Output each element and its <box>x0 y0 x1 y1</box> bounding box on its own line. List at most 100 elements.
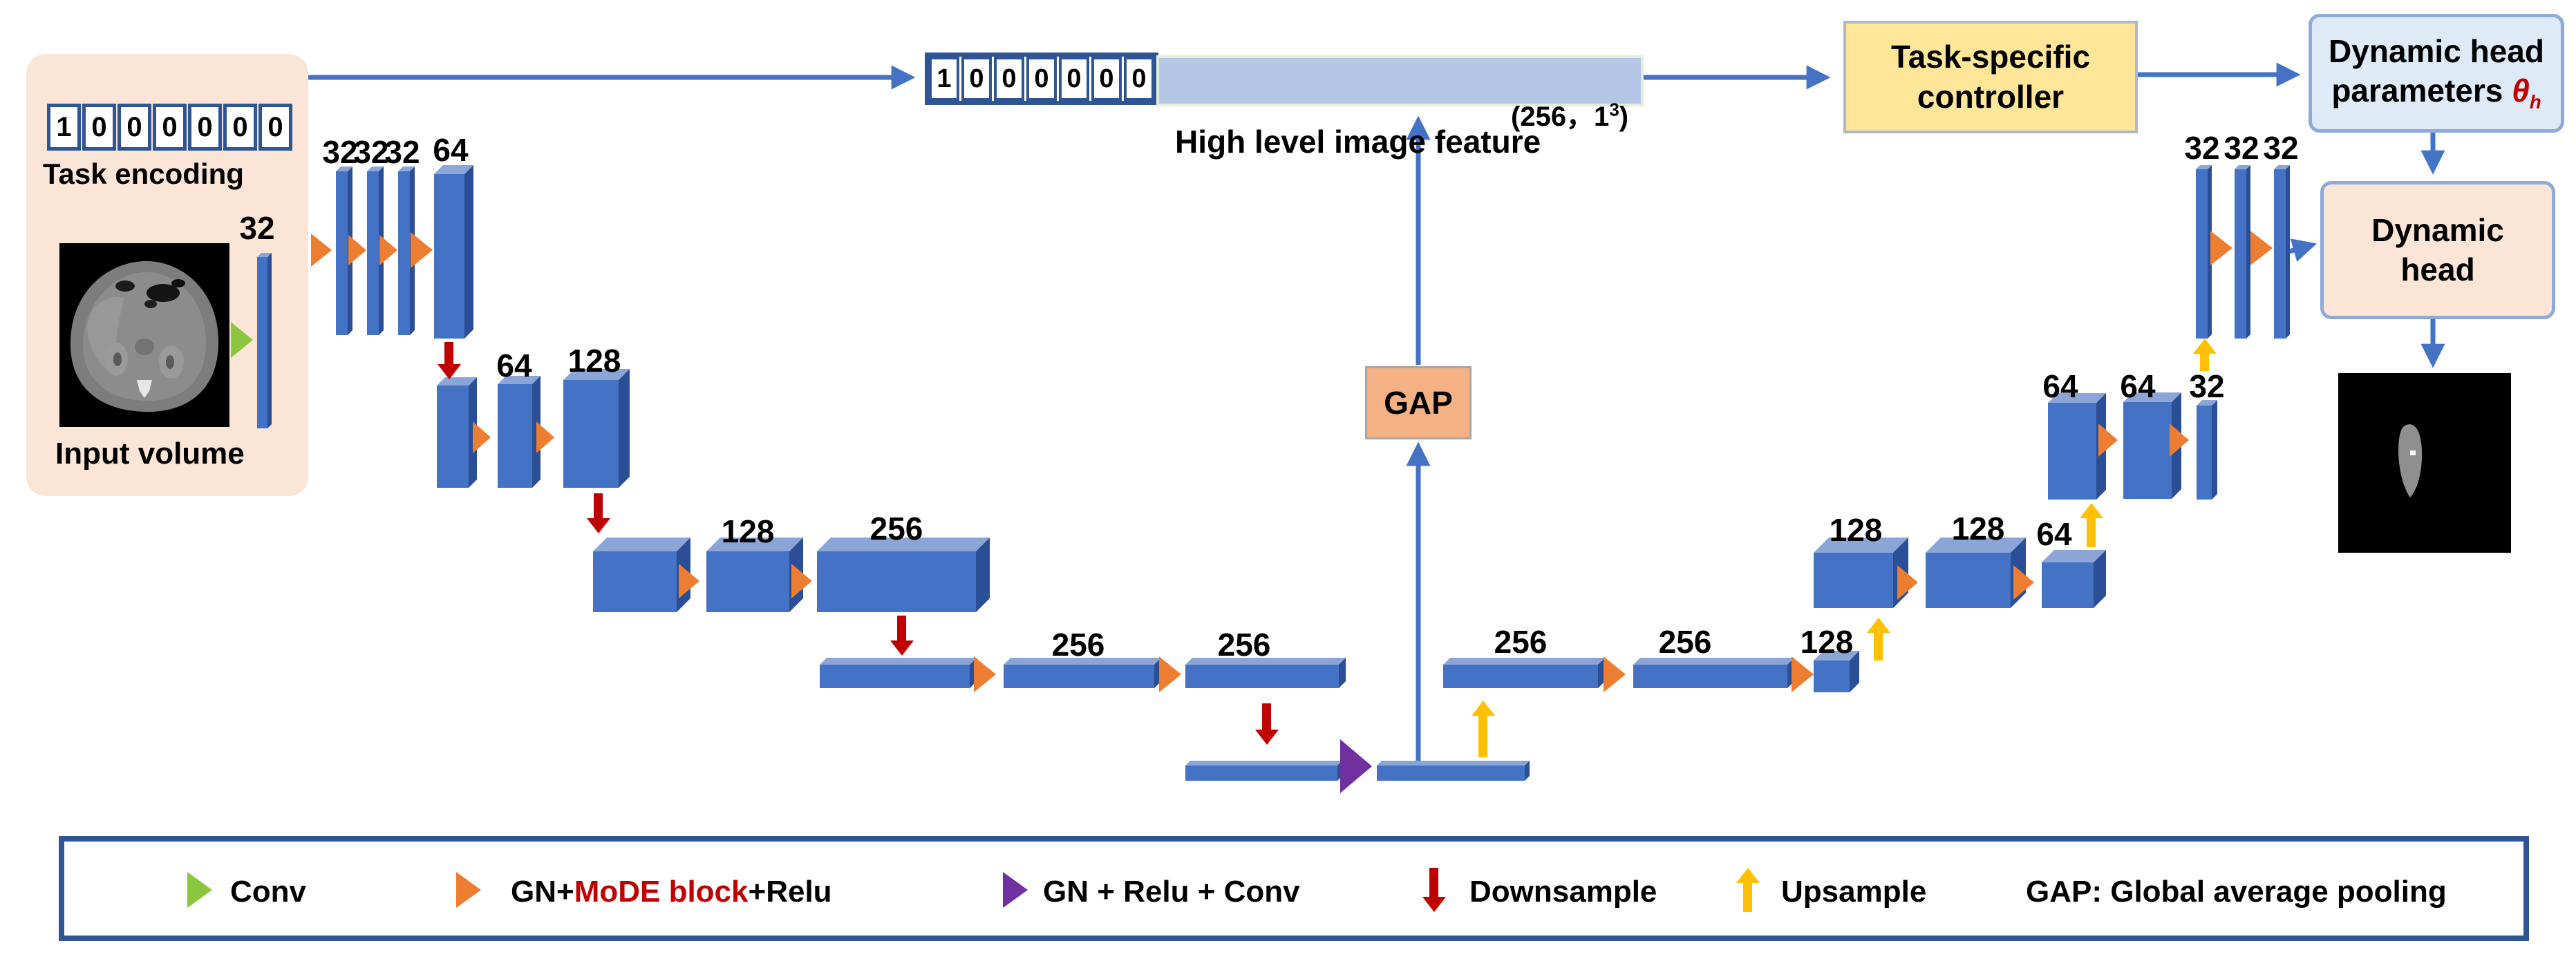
encoding-cell: 1 <box>929 57 959 101</box>
mode-block-arrow <box>536 421 554 453</box>
downsample-arrow <box>587 493 610 533</box>
mode-block-arrow <box>791 564 812 598</box>
channel-label: 32 <box>384 134 420 170</box>
feature-block <box>1185 665 1339 688</box>
encoding-cell: 0 <box>153 104 187 151</box>
channel-label: 128 <box>1829 512 1883 548</box>
feature-block <box>1185 766 1337 781</box>
mode-block-arrow <box>679 564 699 598</box>
feature-block <box>820 665 970 688</box>
feature-block <box>336 171 348 335</box>
encoding-cell: 0 <box>258 104 292 151</box>
downsample-arrow-icon <box>1422 868 1446 912</box>
channel-label: 32 <box>353 134 389 170</box>
feature-block <box>437 386 469 488</box>
channel-label: 128 <box>567 343 621 379</box>
feature-block <box>2274 169 2286 339</box>
decoder-to-head-line <box>2288 238 2318 262</box>
feature-block <box>367 171 379 335</box>
input-volume-label: Input volume <box>55 437 245 471</box>
gap-label: GAP <box>1384 385 1453 421</box>
feature-block <box>706 551 789 612</box>
channel-label: 32 <box>2189 368 2225 404</box>
encoding-cell: 0 <box>188 104 222 151</box>
feature-block <box>2123 402 2172 499</box>
feature-block <box>1926 553 2011 608</box>
mode-block-arrow <box>2013 565 2034 600</box>
channel-label: 256 <box>1051 627 1105 663</box>
output-segmentation-image <box>2338 373 2511 553</box>
mode-block-arrow <box>473 421 491 453</box>
encoding-cell: 1 <box>47 104 81 151</box>
controller-label-line2: controller <box>1917 78 2065 115</box>
legend-gn-relu-conv-label: GN + Relu + Conv <box>1043 875 1300 909</box>
encoding-cell: 0 <box>961 57 992 101</box>
encoding-cell: 0 <box>223 104 257 151</box>
feature-block <box>1814 661 1850 692</box>
high-level-feature-bar <box>1156 55 1644 106</box>
channel-label: 64 <box>433 132 469 168</box>
channel-label: 32 <box>239 210 275 246</box>
task-controller-box: Task-specific controller <box>1843 21 2138 133</box>
mode-block-arrow <box>1159 656 1181 692</box>
feature-block <box>2197 406 2212 500</box>
input-volume-image <box>59 243 229 427</box>
conv-arrow-icon <box>187 872 212 908</box>
channel-label: 32 <box>322 134 358 170</box>
legend-conv-label: Conv <box>230 875 306 909</box>
feature-block <box>498 384 532 488</box>
feature-block <box>2042 562 2094 608</box>
channel-label: 32 <box>2263 130 2299 166</box>
dhp-label-line1: Dynamic head <box>2329 32 2544 69</box>
downsample-arrow <box>890 616 914 656</box>
mode-block-arrow <box>1792 656 1814 692</box>
feature-block <box>2235 169 2246 339</box>
upsample-arrow <box>1472 701 1495 757</box>
mode-block-arrow <box>1897 565 1918 600</box>
feature-block <box>434 174 464 339</box>
high-level-feature-label: High level image feature <box>1175 124 1541 160</box>
mode-block-arrow <box>2098 424 2118 457</box>
dh-label-line2: head <box>2400 251 2475 287</box>
feature-block <box>1814 553 1893 608</box>
mode-block-arrow <box>974 656 996 692</box>
channel-label: 32 <box>2184 130 2220 166</box>
encoding-cell: 0 <box>82 104 116 151</box>
upsample-arrow <box>1867 618 1890 661</box>
channel-label: 64 <box>2042 368 2078 404</box>
mode-block-arrow <box>2210 231 2232 265</box>
downsample-arrow <box>438 342 461 379</box>
encoding-cell: 0 <box>1026 57 1057 101</box>
legend-downsample-label: Downsample <box>1469 875 1657 909</box>
feature-block <box>2048 403 2096 500</box>
mode-block-arrow <box>311 234 332 267</box>
conv-arrow <box>231 322 253 358</box>
downsample-arrow <box>1255 703 1279 745</box>
legend-upsample-label: Upsample <box>1781 875 1927 909</box>
upsample-arrow <box>2080 503 2103 547</box>
dynamic-head-params-box: Dynamic head parameters θh <box>2309 14 2564 133</box>
encoding-cell: 0 <box>1091 57 1122 101</box>
channel-label: 32 <box>2224 130 2259 166</box>
legend-mode-label: GN+MoDE block+Relu <box>511 875 832 909</box>
dh-label-line1: Dynamic <box>2371 211 2504 248</box>
channel-label: 64 <box>496 348 532 383</box>
channel-label: 256 <box>1217 627 1271 663</box>
channel-label: 256 <box>1494 624 1548 660</box>
legend-gap-note: GAP: Global average pooling <box>2026 875 2447 909</box>
mode-block-arrow <box>2250 231 2273 265</box>
upsample-arrow-icon <box>1736 868 1760 912</box>
mode-block-arrow <box>348 235 366 265</box>
feature-block <box>1443 665 1598 688</box>
encoding-cell: 0 <box>1059 57 1089 101</box>
feature-block <box>563 380 619 488</box>
channel-label: 128 <box>1800 624 1854 660</box>
channel-label: 128 <box>1951 511 2005 547</box>
channel-label: 64 <box>2120 368 2156 404</box>
upsample-arrow <box>2193 339 2217 371</box>
mode-block-arrow <box>1604 656 1626 692</box>
feature-shape-label: (256，13) <box>1511 99 1629 132</box>
channel-label: 64 <box>2036 516 2072 552</box>
